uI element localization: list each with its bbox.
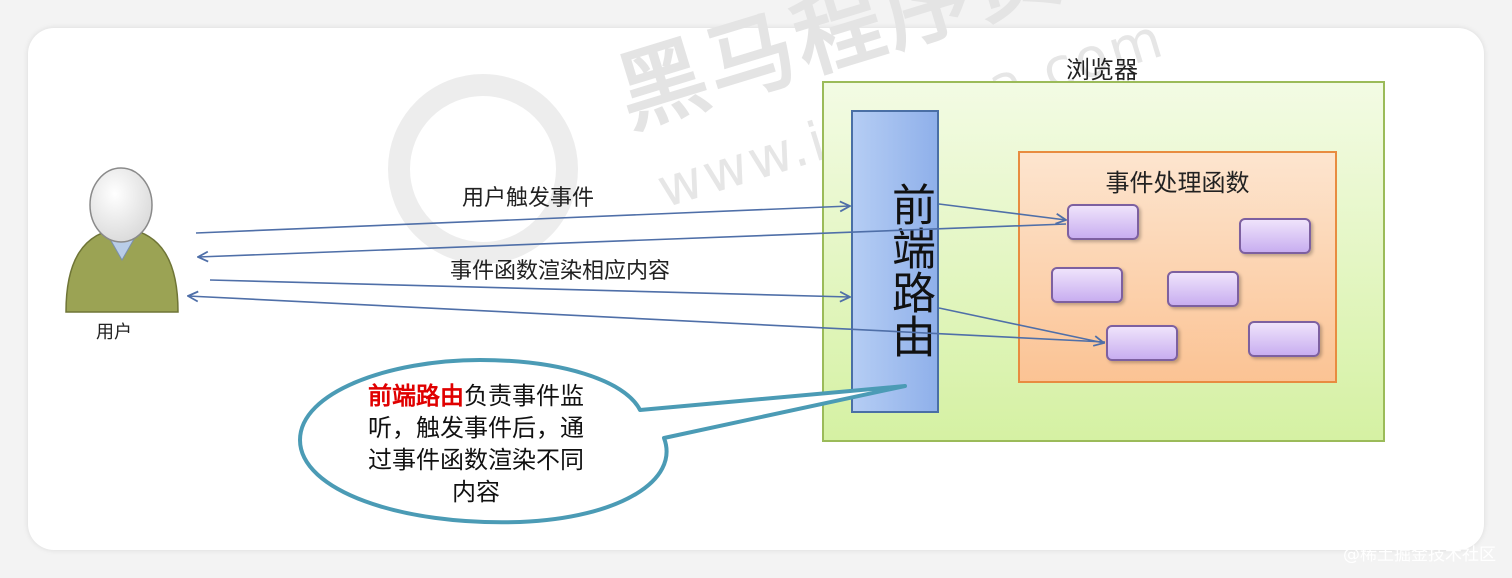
handler-function-block — [1167, 271, 1239, 307]
handler-function-block — [1106, 325, 1178, 361]
arrow-handler-to-user-2 — [188, 296, 1106, 343]
handler-function-block — [1051, 267, 1123, 303]
event-handlers-label: 事件处理函数 — [1105, 169, 1250, 197]
arrow-router-to-handler-1 — [938, 203, 1066, 220]
handler-function-block — [1239, 218, 1311, 254]
arrow-handler-to-user-1 — [198, 223, 1067, 257]
user-label: 用户 — [96, 322, 132, 343]
handler-function-block — [1248, 321, 1320, 357]
edge-label-render: 事件函数渲染相应内容 — [450, 259, 671, 284]
callout-highlight: 前端路由 — [368, 382, 464, 410]
frontend-router-box — [851, 110, 939, 413]
arrow-user-to-router-2 — [209, 279, 850, 297]
callout-text: 前端路由负责事件监听，触发事件后，通过事件函数渲染不同内容 — [360, 380, 592, 508]
handler-function-block — [1067, 204, 1139, 240]
edge-label-trigger: 用户触发事件 — [462, 186, 595, 211]
frontend-router-label: 前端路由 — [884, 182, 935, 358]
callout-body: 负责事件监听，触发事件后，通过事件函数渲染不同内容 — [368, 382, 584, 506]
credit-watermark: @稀土掘金技术社区 — [1343, 545, 1496, 565]
user-icon — [65, 167, 179, 313]
callout-bubble — [298, 358, 907, 525]
arrow-router-to-handler-2 — [938, 307, 1104, 343]
browser-label: 浏览器 — [1066, 56, 1138, 84]
arrow-user-to-router-1 — [195, 206, 850, 234]
